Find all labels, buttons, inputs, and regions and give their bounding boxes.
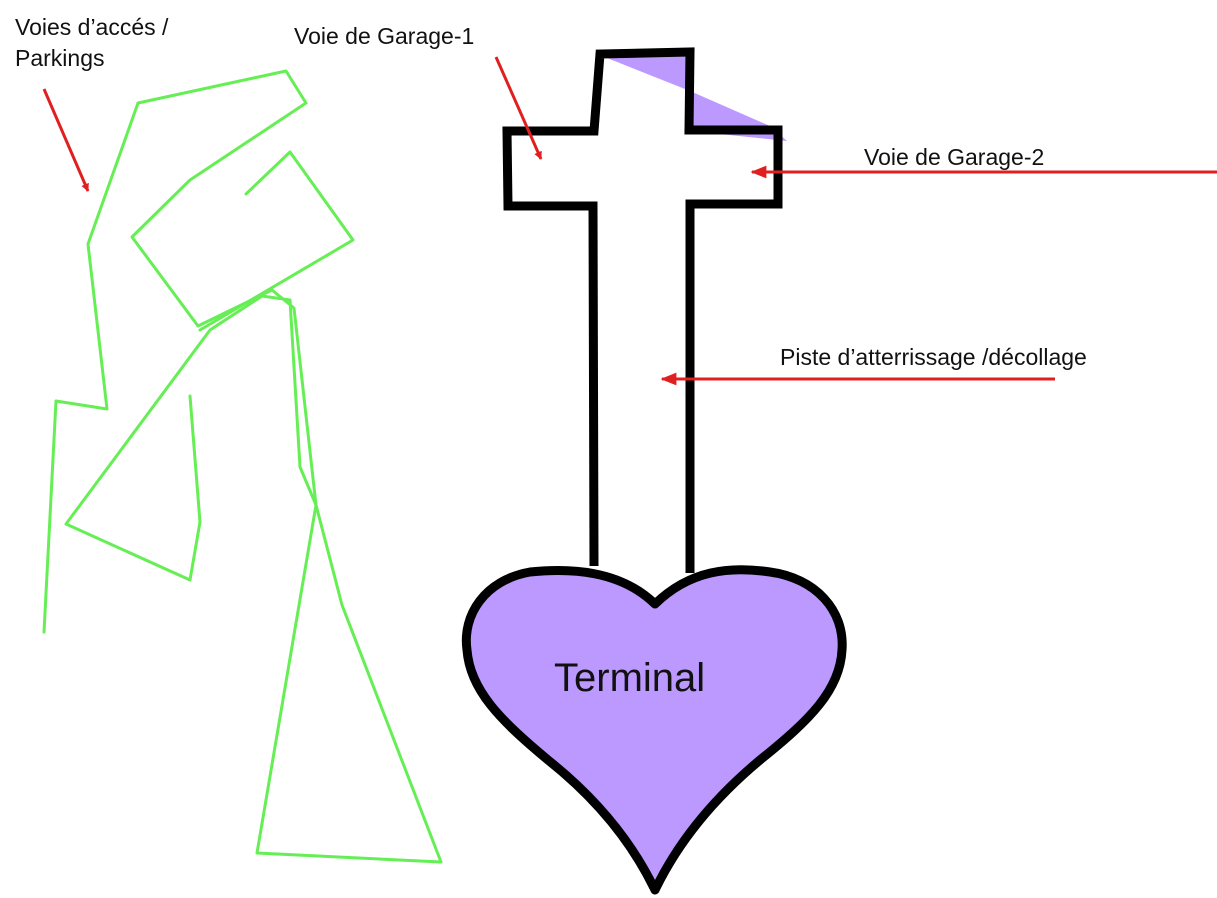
runway <box>507 52 787 573</box>
arrows <box>44 57 1217 379</box>
label-access-roads-line1: Voies d’accés / <box>15 13 168 42</box>
access-roads <box>44 71 441 862</box>
arrow-access-roads <box>44 89 88 191</box>
runway-outline <box>507 52 778 573</box>
label-garage-1: Voie de Garage-1 <box>294 22 474 51</box>
garage-1-fill <box>602 55 690 91</box>
terminal-heart <box>466 570 842 890</box>
access-road-2 <box>200 152 353 330</box>
label-runway: Piste d’atterrissage /décollage <box>780 343 1087 372</box>
label-access-roads-line2: Parkings <box>15 44 104 73</box>
label-garage-2: Voie de Garage-2 <box>864 143 1044 172</box>
label-terminal: Terminal <box>554 656 705 701</box>
access-road-1 <box>44 71 441 862</box>
